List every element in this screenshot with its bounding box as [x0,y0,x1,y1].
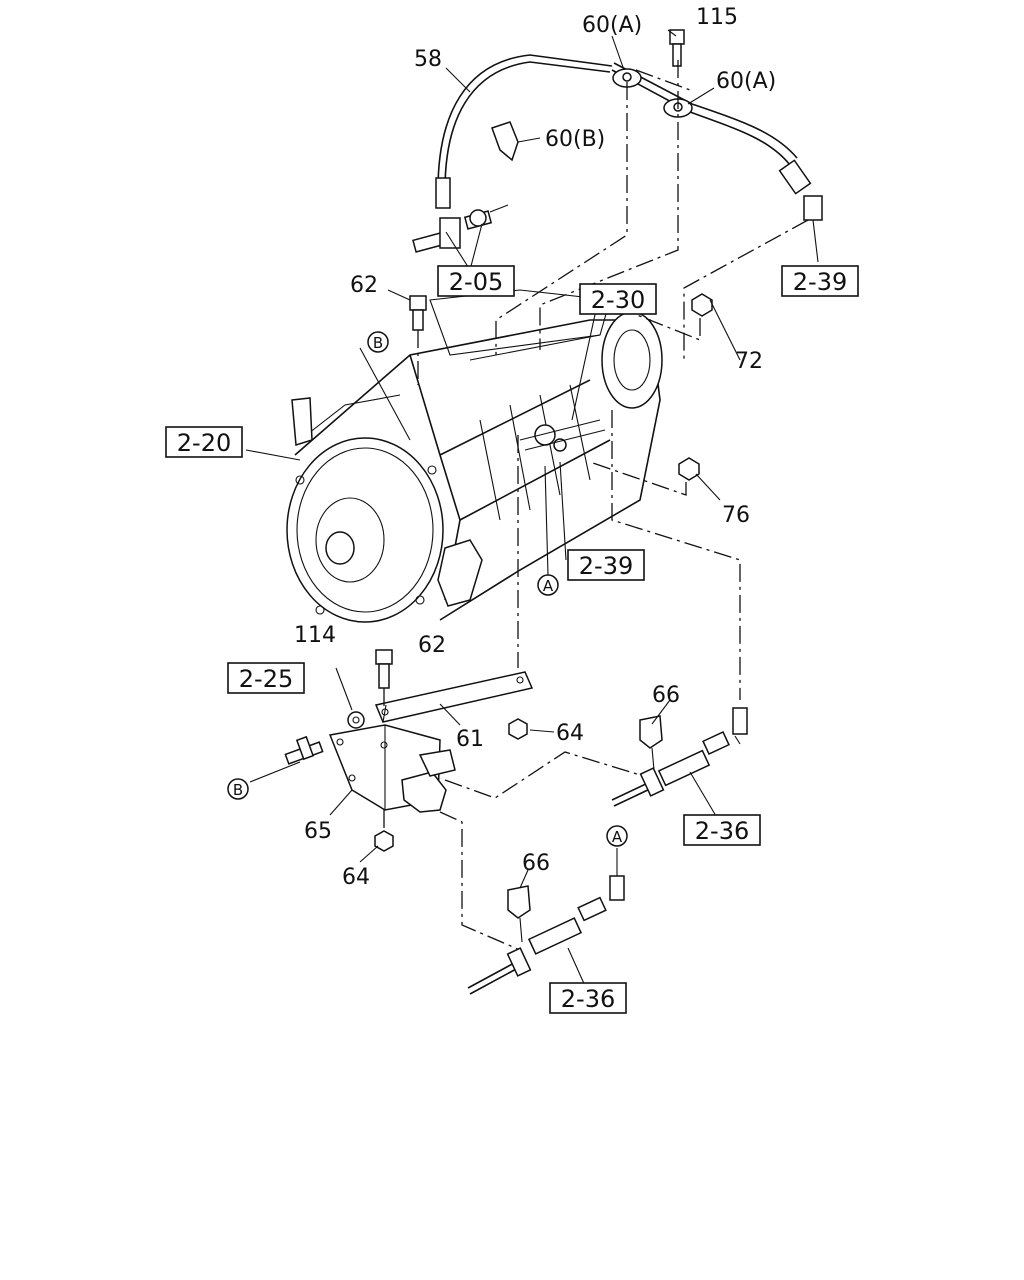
dash-bracket-right [444,751,641,799]
label-60b: 60(B) [545,127,605,152]
label-64-mid: 64 [556,721,584,746]
label-60a-top: 60(A) [582,13,642,38]
stud-2-25 [249,735,324,783]
svg-text:2-36: 2-36 [561,985,615,1013]
callout-a-mid: A [537,574,559,596]
dash-bracket-bottom [439,811,521,951]
callout-b-top: B [367,331,389,353]
ref-box-2-30: 2-30 [579,283,657,315]
callout-a-bottom: A [606,825,628,847]
cable-right [611,707,748,807]
label-64-bottom: 64 [342,865,370,890]
nut-72 [691,293,713,317]
label-76: 76 [722,503,750,528]
svg-text:2-25: 2-25 [239,665,293,693]
ref-box-2-39-mid: 2-39 [567,549,645,581]
label-58: 58 [414,47,442,72]
svg-text:2-36: 2-36 [695,817,749,845]
dash-72 [611,304,701,341]
dash-3 [635,69,691,91]
dash-4 [683,219,809,360]
svg-text:B: B [233,781,243,799]
bolt-115 [669,29,685,67]
svg-text:2-20: 2-20 [177,429,231,457]
svg-text:2-39: 2-39 [579,552,633,580]
leader-lines [245,29,741,989]
washer-114 [347,711,365,729]
svg-text:2-39: 2-39 [793,268,847,296]
clamp-60b [491,121,519,162]
svg-text:2-05: 2-05 [449,268,503,296]
label-62-top: 62 [350,273,378,298]
tee-fitting [412,204,509,271]
bar-61 [374,671,534,723]
label-66-right: 66 [652,683,680,708]
ref-box-2-25: 2-25 [227,662,305,694]
label-115: 115 [696,5,738,30]
hose-58 [435,54,812,209]
label-72: 72 [735,349,763,374]
label-62-bottom: 62 [418,633,446,658]
ref-box-2-36-right: 2-36 [683,814,761,846]
label-114: 114 [294,623,336,648]
svg-text:A: A [612,828,623,846]
ref-box-2-36-bottom: 2-36 [549,982,627,1014]
label-61: 61 [456,727,484,752]
dash-76 [589,461,687,496]
nut-64-bottom [374,830,394,852]
svg-text:B: B [373,334,383,352]
label-66-bottom: 66 [522,851,550,876]
ref-box-2-39-top: 2-39 [781,265,859,297]
callout-b-left: B [227,778,249,800]
nut-64-mid [508,718,528,740]
cable-bottom [467,875,625,995]
transmission [286,289,663,623]
elbow-fitting-right [803,195,823,263]
dash-2 [539,60,679,350]
bolt-62-bottom [375,649,393,689]
svg-text:A: A [543,577,554,595]
clamp-60a-top [612,68,642,88]
bracket-65 [328,724,456,813]
clip-66-bottom [507,885,531,943]
label-65: 65 [304,819,332,844]
dash-to-right-cable [611,410,741,700]
nut-76 [678,457,700,481]
ref-box-2-20: 2-20 [165,426,243,458]
ref-box-2-05: 2-05 [437,265,515,297]
label-60a-right: 60(A) [716,69,776,94]
clip-66-right [639,715,663,771]
bolt-62-top [409,295,427,331]
svg-text:2-30: 2-30 [591,286,645,314]
